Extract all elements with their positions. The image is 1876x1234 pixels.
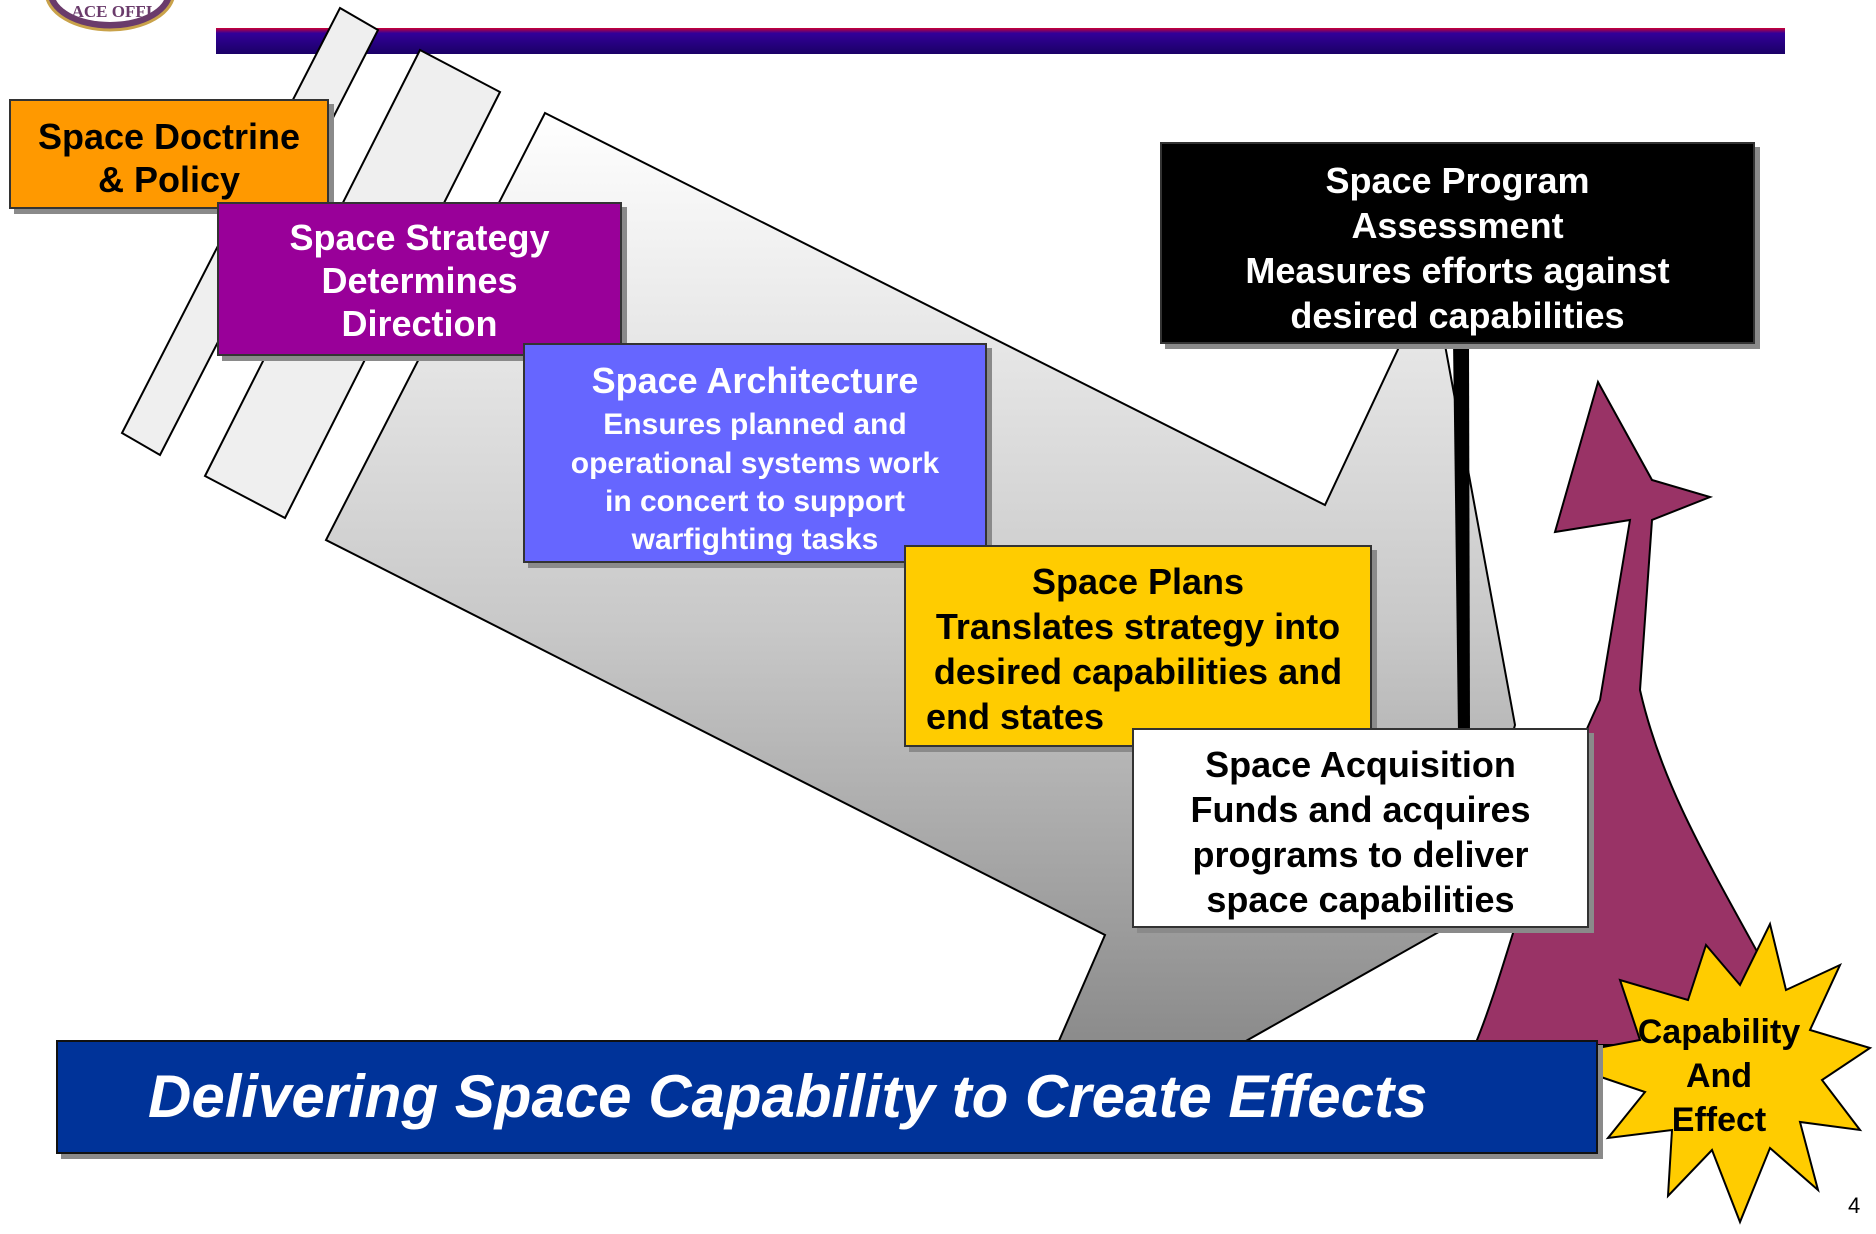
doctrine-line: & Policy — [97, 159, 241, 201]
architecture-title: Space Architecture — [591, 360, 919, 401]
starburst-icon — [1541, 921, 1873, 1225]
connector-line — [1453, 340, 1470, 732]
starburst-line: Capability — [1637, 1013, 1801, 1051]
plans-line: end states — [926, 696, 1105, 737]
space-architecture-box: Space Architecture Ensures planned and o… — [523, 343, 987, 563]
assessment-line: Measures efforts against — [1245, 250, 1670, 291]
acquisition-line: Space Acquisition — [1205, 744, 1516, 785]
acquisition-line: Funds and acquires — [1190, 789, 1531, 830]
starburst-label: Capability And Effect — [1600, 1010, 1838, 1143]
architecture-line: warfighting tasks — [631, 523, 879, 557]
space-program-assessment-box: Space Program Assessment Measures effort… — [1160, 142, 1755, 344]
starburst-line: Effect — [1671, 1101, 1767, 1140]
capability-arrow — [1473, 379, 1810, 1046]
header-bar — [216, 28, 1785, 54]
architecture-line: operational systems work — [570, 446, 940, 480]
title-banner: Delivering Space Capability to Create Ef… — [56, 1040, 1598, 1154]
space-doctrine-box: Space Doctrine & Policy — [9, 99, 329, 209]
assessment-line: Assessment — [1351, 205, 1564, 246]
doctrine-line: Space Doctrine — [37, 116, 301, 157]
space-acquisition-box: Space Acquisition Funds and acquires pro… — [1132, 728, 1589, 928]
plans-line: Translates strategy into — [935, 606, 1341, 647]
architecture-line: in concert to support — [605, 484, 905, 518]
starburst-line: And — [1685, 1057, 1753, 1096]
space-plans-box: Space Plans Translates strategy into des… — [904, 545, 1372, 747]
space-strategy-box: Space Strategy Determines Direction — [217, 202, 622, 356]
architecture-line: Ensures planned and — [603, 408, 907, 442]
plans-line: desired capabilities and — [933, 651, 1343, 692]
strategy-line: Direction — [341, 303, 498, 345]
plans-line: Space Plans — [1031, 561, 1245, 602]
acquisition-line: space capabilities — [1206, 879, 1515, 920]
acquisition-line: programs to deliver — [1192, 834, 1529, 875]
logo-seal-icon: ACE OFFI — [45, 0, 175, 32]
assessment-line: Space Program — [1325, 160, 1590, 201]
strategy-line: Space Strategy — [289, 217, 550, 258]
strategy-line: Determines — [321, 260, 518, 302]
assessment-line: desired capabilities — [1290, 295, 1625, 336]
svg-text:ACE OFFI: ACE OFFI — [72, 2, 153, 21]
page-number: 4 — [1848, 1193, 1861, 1218]
